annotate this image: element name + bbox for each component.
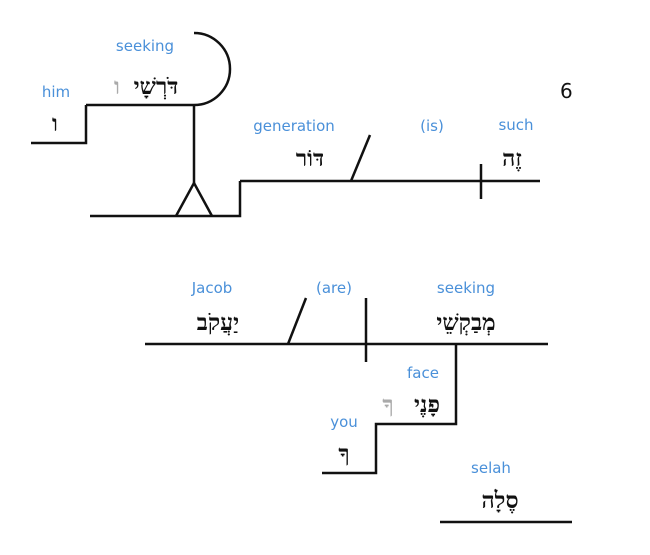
gloss-him: him (42, 83, 70, 101)
hebrew-selah: סֶלָה (481, 487, 518, 514)
participle-curve (193, 31, 232, 107)
clause2-predicate-slash (286, 297, 308, 345)
pedestal-triangle (174, 180, 214, 217)
gloss-seeking-2: seeking (437, 279, 495, 297)
hebrew-paneicha-suffix-faded: ךָ (382, 391, 393, 418)
interjection: selah סֶלָה (440, 459, 572, 524)
clause-1: such זֶה (is) generation דּוֹר seeking ד… (31, 31, 540, 218)
gloss-is: (is) (420, 117, 444, 135)
construct-step-lines (322, 344, 458, 475)
clause1-pedestal-line (90, 181, 242, 218)
hebrew-yaakov: יַעֲקֹב (197, 309, 239, 336)
gloss-seeking-1: seeking (116, 37, 174, 55)
hebrew-paneicha: פָנֶי (414, 391, 440, 418)
gloss-generation: generation (253, 117, 335, 135)
hebrew-mevaqshei: מְבַקְשֵׁי (436, 309, 495, 336)
verse-number: 6 (560, 79, 573, 103)
hebrew-dorshav-suffix-faded: ו (114, 73, 120, 100)
clause-2: seeking מְבַקְשֵׁי (are) Jacob יַעֲקֹב f… (145, 279, 548, 475)
hebrew-vav: ו (52, 110, 58, 137)
gloss-are: (are) (316, 279, 352, 297)
hebrew-dor: דּוֹר (296, 145, 324, 172)
gloss-such: such (498, 116, 533, 134)
object-step-line (31, 105, 88, 145)
clause1-predicate-slash (349, 134, 372, 182)
hebrew-zeh: זֶה (502, 145, 522, 172)
hebrew-cha: ךָ (338, 440, 349, 467)
gloss-jacob: Jacob (191, 279, 233, 297)
gloss-selah: selah (471, 459, 511, 477)
gloss-you: you (330, 413, 358, 431)
gloss-face: face (407, 364, 439, 382)
hebrew-dorshav: דֹּרְשָׁי (134, 73, 179, 100)
